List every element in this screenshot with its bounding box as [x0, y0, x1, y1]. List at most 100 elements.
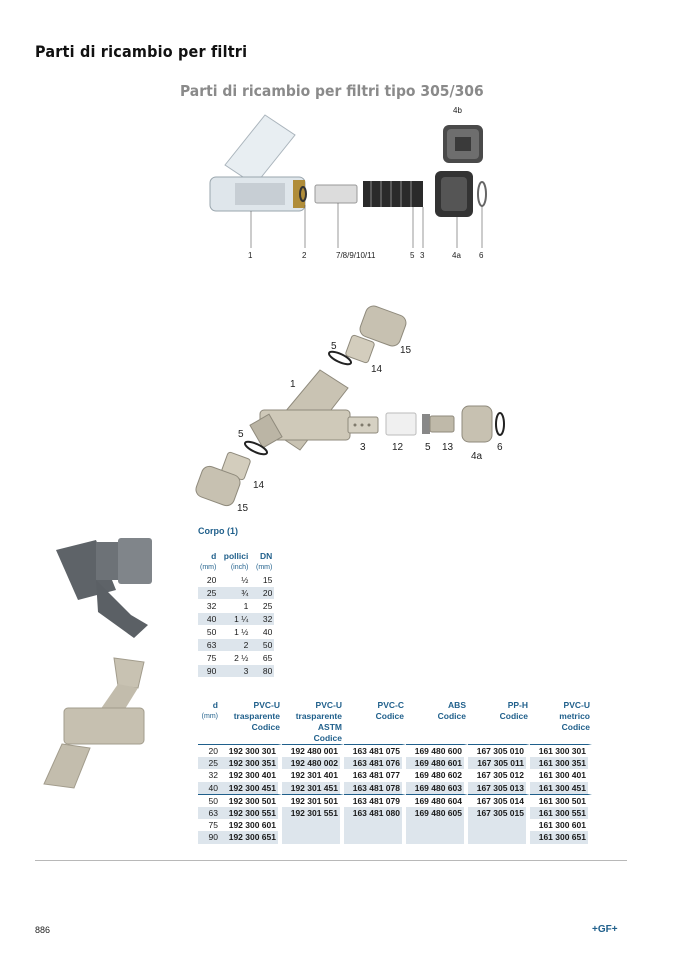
- callout-1: 1: [248, 251, 253, 260]
- callout-5-right: 5: [425, 442, 431, 453]
- cell-code: 169 480 605: [406, 807, 468, 820]
- cell-d: 40: [198, 781, 220, 794]
- callout-4b: 4b: [453, 106, 462, 115]
- callout-14-top: 14: [371, 364, 383, 375]
- unit-mm: (mm): [200, 564, 217, 571]
- diagram-title: Parti di ricambio per filtri tipo 305/30…: [180, 82, 484, 100]
- callout-13: 13: [442, 442, 454, 453]
- cell-code: [344, 831, 406, 844]
- cell-code: 192 301 451: [282, 781, 344, 794]
- gf-logo: +GF+: [592, 924, 618, 935]
- col-header-dn: DN: [260, 551, 273, 561]
- cell-code: [468, 831, 530, 844]
- cell-code: 192 480 001: [282, 744, 344, 758]
- cell-code: 192 300 651: [220, 831, 282, 844]
- cell-code: 192 300 501: [220, 793, 282, 808]
- footer-divider: [35, 860, 627, 861]
- cell-code: 167 305 012: [468, 769, 530, 782]
- callout-5-left: 5: [238, 429, 244, 440]
- cell-code: 169 480 603: [406, 781, 468, 794]
- callout-5: 5: [410, 251, 415, 260]
- callout-15-bottom: 15: [237, 503, 249, 514]
- cell-code: 169 480 600: [406, 744, 468, 758]
- callout-6: 6: [479, 251, 484, 260]
- cell-code: 167 305 013: [468, 781, 530, 794]
- col-header-d-codes: d (mm): [201, 700, 218, 720]
- cell-code: 161 300 501: [530, 793, 592, 808]
- product-photo-beige: [43, 657, 145, 789]
- cell-code: 192 300 551: [220, 807, 282, 820]
- cell-code: 192 300 301: [220, 744, 282, 758]
- cell-code: [282, 831, 344, 844]
- cell-code: [406, 831, 468, 844]
- cell-d: 32: [208, 770, 218, 781]
- callout-4a: 4a: [452, 251, 461, 260]
- callout-12: 12: [392, 442, 404, 453]
- cell-code: 192 300 351: [220, 757, 282, 770]
- cell-code: 169 480 602: [406, 769, 468, 782]
- cell-code: [344, 819, 406, 832]
- cell-code: 169 480 604: [406, 793, 468, 808]
- callout-1-body: 1: [290, 379, 296, 390]
- callout-2: 2: [302, 251, 307, 260]
- callout-6-ring: 6: [497, 442, 503, 453]
- unit-inch: (inch): [230, 564, 249, 571]
- cell-d: 63: [198, 807, 220, 820]
- cell-code: 167 305 010: [468, 744, 530, 758]
- product-photo-grey: [56, 538, 152, 638]
- cell-code: 192 300 601: [220, 819, 282, 832]
- cell-code: 163 481 075: [344, 744, 406, 758]
- cell-code: 167 305 011: [468, 757, 530, 770]
- cell-code: 192 301 501: [282, 793, 344, 808]
- callout-7-11: 7/8/9/10/11: [336, 251, 376, 260]
- cell-d: 75: [208, 820, 218, 831]
- cell-code: 161 300 351: [530, 757, 592, 770]
- cell-code: 169 480 601: [406, 757, 468, 770]
- cell-code: 163 481 080: [344, 807, 406, 820]
- callout-15-top: 15: [400, 345, 412, 356]
- col-header-pollici: pollici: [223, 551, 249, 561]
- cell-code: 167 305 015: [468, 807, 530, 820]
- callout-3: 3: [420, 251, 425, 260]
- callout-14-bottom: 14: [253, 480, 265, 491]
- cell-code: [282, 819, 344, 832]
- cell-code: 192 480 002: [282, 757, 344, 770]
- exploded-diagram-y-filter: [195, 305, 505, 507]
- cell-code: [406, 819, 468, 832]
- cell-code: 163 481 078: [344, 781, 406, 794]
- col-header-d: d: [211, 551, 217, 561]
- callout-5-top: 5: [331, 341, 337, 352]
- cell-d: 25: [198, 757, 220, 770]
- cell-code: 161 300 451: [530, 781, 592, 794]
- cell-code: 161 300 601: [530, 819, 592, 832]
- cell-code: 161 300 401: [530, 769, 592, 782]
- page-title: Parti di ricambio per filtri: [35, 42, 248, 61]
- cell-code: 163 481 079: [344, 793, 406, 808]
- callout-3-screen: 3: [360, 442, 366, 453]
- cell-code: 192 300 401: [220, 769, 282, 782]
- cell-code: 167 305 014: [468, 793, 530, 808]
- cell-code: 163 481 076: [344, 757, 406, 770]
- exploded-diagram-305: [209, 114, 487, 248]
- cell-code: 161 300 551: [530, 807, 592, 820]
- unit-mm-dn: (mm): [256, 564, 273, 571]
